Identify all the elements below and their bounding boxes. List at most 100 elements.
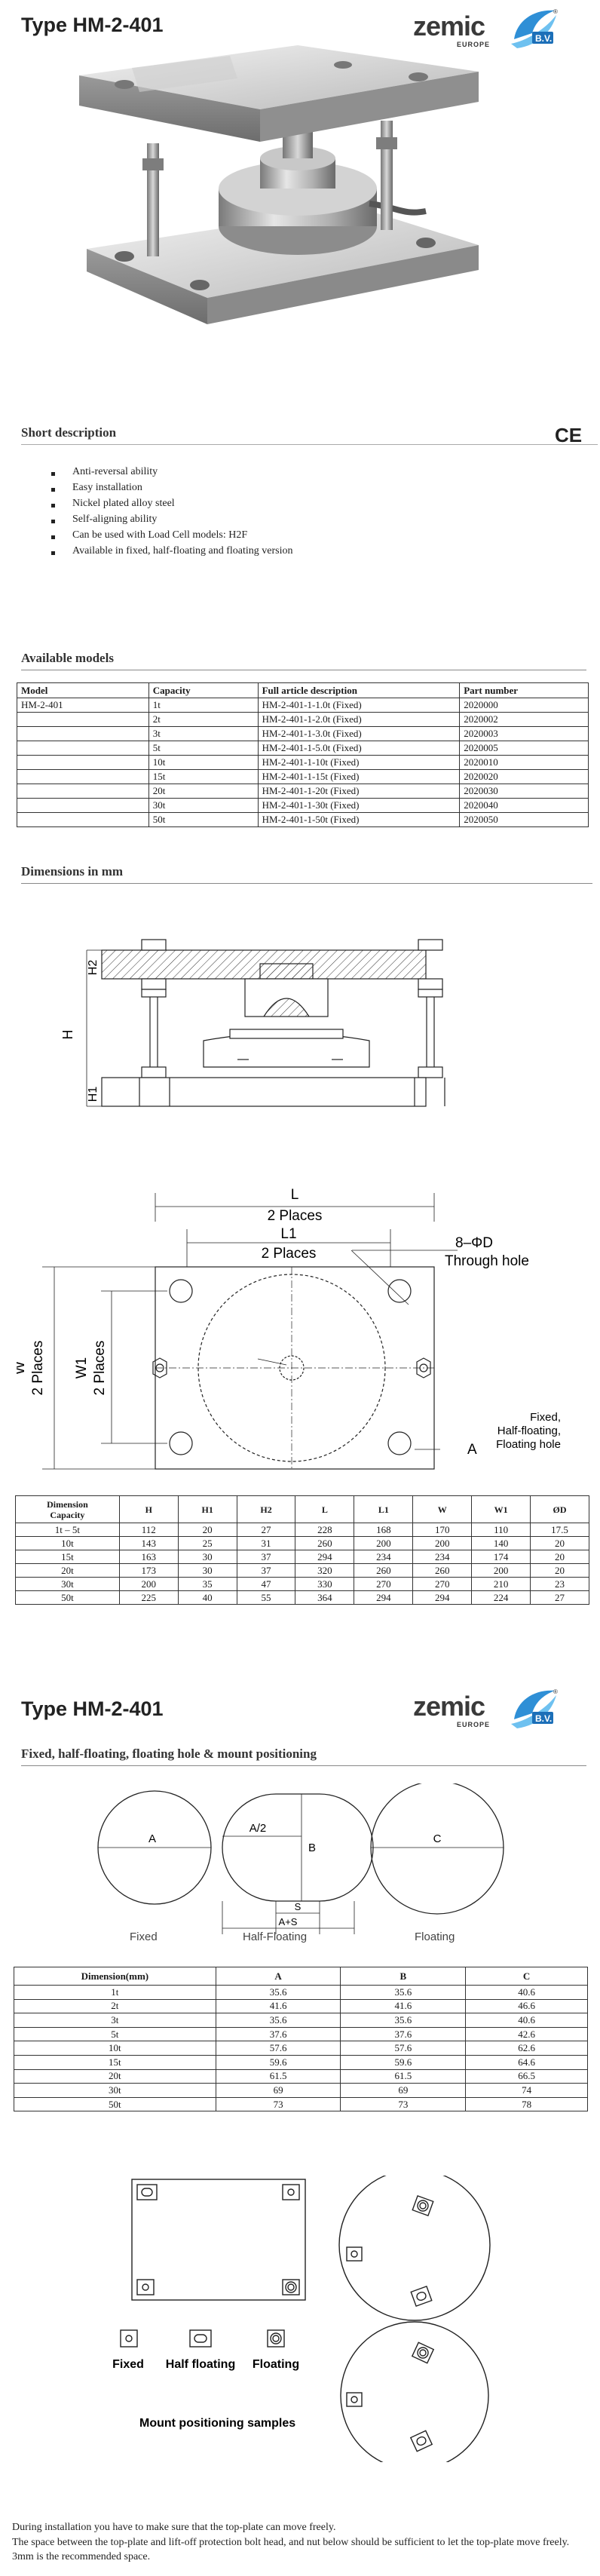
table-cell: 73 <box>215 2096 341 2112</box>
dim-label-w-places: 2 Places <box>30 1341 46 1396</box>
table-cell: 320 <box>295 1563 355 1578</box>
feature-item: Anti-reversal ability <box>51 466 292 482</box>
table-cell: 69 <box>340 2083 467 2098</box>
table-cell: 5t <box>148 741 259 756</box>
column-header: ØD <box>530 1495 589 1523</box>
feature-list: Anti-reversal ability Easy installation … <box>51 466 292 561</box>
table-cell: 69 <box>215 2083 341 2098</box>
table-cell: 163 <box>118 1550 179 1564</box>
dim-label-floating: Floating hole <box>496 1438 561 1451</box>
column-header: W1 <box>471 1495 531 1523</box>
table-cell <box>17 812 149 827</box>
table-cell: 40 <box>177 1590 237 1605</box>
dim-label-a: A <box>467 1442 477 1458</box>
short-description-heading: Short description <box>21 425 598 445</box>
column-header: Dimension Capacity <box>15 1495 120 1523</box>
models-table: Model Capacity Full article description … <box>17 682 589 827</box>
column-header: C <box>465 1967 588 1986</box>
dim-label-half: Half-floating, <box>497 1424 561 1437</box>
logo-wordmark: zemic <box>413 1691 485 1722</box>
page2-title: Type HM-2-401 <box>21 1697 164 1720</box>
table-cell: 174 <box>471 1550 531 1564</box>
table-header-row: Model Capacity Full article description … <box>17 682 589 698</box>
table-cell: 2020020 <box>459 769 589 784</box>
table-cell: 20t <box>148 784 259 799</box>
table-cell: 41.6 <box>215 1998 341 2014</box>
side-view-drawing: H H2 H1 <box>60 939 445 1107</box>
feature-item: Self-aligning ability <box>51 514 292 529</box>
table-cell: 260 <box>295 1536 355 1550</box>
table-cell: 27 <box>530 1590 589 1605</box>
table-cell: 200 <box>118 1577 179 1591</box>
table-cell: 2020010 <box>459 755 589 770</box>
table-cell: 2020050 <box>459 812 589 827</box>
ce-mark: CE <box>555 424 583 446</box>
table-cell: 294 <box>354 1590 414 1605</box>
logo-badge: B.V. <box>535 1713 552 1724</box>
installation-note-space: The space between the top-plate and lift… <box>12 2537 570 2562</box>
table-cell <box>17 755 149 770</box>
table-cell: 50t <box>148 812 259 827</box>
table-cell <box>17 769 149 784</box>
table-cell: 10t <box>148 755 259 770</box>
dim-label-hole: 8–ΦD <box>455 1235 493 1251</box>
table-cell: 37.6 <box>340 2026 467 2042</box>
table-cell: 2020000 <box>459 698 589 713</box>
caption-half-floating: Half-Floating <box>243 1930 308 1943</box>
table-cell: 37.6 <box>215 2026 341 2042</box>
column-header: L1 <box>354 1495 414 1523</box>
table-cell: 41.6 <box>340 1998 467 2014</box>
dim-label-l1: L1 <box>280 1226 296 1242</box>
table-cell: 2020030 <box>459 784 589 799</box>
dim-label-w1-places: 2 Places <box>92 1341 108 1396</box>
table-cell: 234 <box>412 1550 473 1564</box>
table-cell: HM-2-401 <box>17 698 149 713</box>
table-cell: 55 <box>236 1590 296 1605</box>
mount-positioning-drawing: Fixed Half floating Floating Mount posit… <box>113 2176 491 2462</box>
table-cell: 2020040 <box>459 798 589 813</box>
top-view-drawing: L 2 Places L1 2 Places 8–ΦD Through hole… <box>17 1187 561 1470</box>
table-cell: 2020005 <box>459 741 589 756</box>
table-cell: 170 <box>412 1523 473 1537</box>
column-header: B <box>340 1967 467 1986</box>
table-cell <box>17 784 149 799</box>
zemic-logo-page2: zemic EUROPE B.V. ® <box>413 1686 564 1731</box>
logo-registered: ® <box>553 1688 558 1695</box>
table-cell: 5t <box>14 2026 216 2042</box>
table-cell: 78 <box>465 2096 588 2112</box>
table-cell: 3t <box>14 2013 216 2028</box>
table-cell: 74 <box>465 2083 588 2098</box>
dim-label-l-places: 2 Places <box>268 1208 323 1224</box>
table-cell: 1t <box>148 698 259 713</box>
zemic-logo: zemic EUROPE B.V. ® <box>413 6 564 51</box>
table-cell: HM-2-401-1-1.0t (Fixed) <box>257 698 461 713</box>
table-cell: HM-2-401-1-50t (Fixed) <box>257 812 461 827</box>
logo-registered: ® <box>553 8 558 15</box>
dim-label-w1: W1 <box>74 1357 90 1379</box>
table-cell: 31 <box>236 1536 296 1550</box>
table-cell: 61.5 <box>340 2068 467 2084</box>
table-cell: 57.6 <box>215 2041 341 2056</box>
table-cell: HM-2-401-1-30t (Fixed) <box>257 798 461 813</box>
table-header-row: Dimension(mm) A B C <box>14 1967 588 1986</box>
feature-item: Available in fixed, half-floating and fl… <box>51 545 292 561</box>
table-cell: 15t <box>15 1550 120 1564</box>
caption-fixed: Fixed <box>130 1930 158 1943</box>
table-cell: 270 <box>354 1577 414 1591</box>
table-cell: 15t <box>14 2054 216 2070</box>
feature-item: Nickel plated alloy steel <box>51 498 292 514</box>
table-cell: 62.6 <box>465 2041 588 2056</box>
table-cell: 35.6 <box>215 2013 341 2028</box>
dim-label-h: H <box>60 1030 75 1040</box>
table-cell: 20t <box>14 2068 216 2084</box>
